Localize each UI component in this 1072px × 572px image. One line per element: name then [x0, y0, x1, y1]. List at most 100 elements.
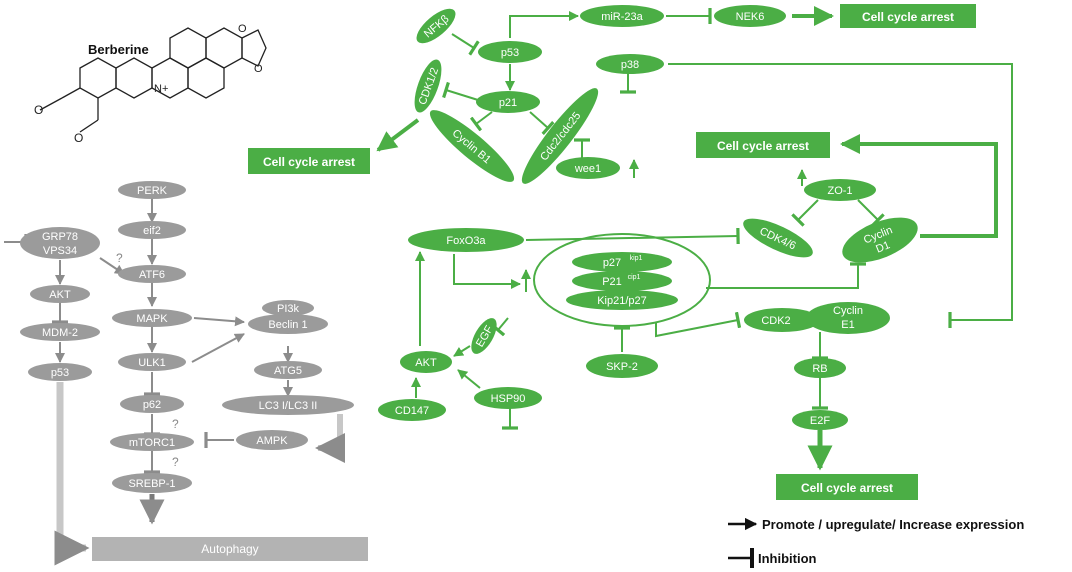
node-pi3k-beclin: PI3k Beclin 1	[248, 300, 328, 334]
grey-edges	[4, 198, 345, 566]
svg-text:SKP-2: SKP-2	[606, 361, 638, 373]
node-rb: RB	[794, 358, 846, 378]
node-cyclin-b1: Cyclin B1	[429, 110, 515, 182]
node-cdk46: CDK4/6	[743, 218, 813, 258]
box-autophagy: Autophagy	[92, 537, 368, 561]
svg-text:RB: RB	[812, 363, 827, 375]
node-p53: p53	[478, 41, 542, 63]
node-ampk: AMPK	[236, 430, 308, 450]
svg-text:PI3k: PI3k	[277, 303, 300, 315]
node-wee1: wee1	[556, 157, 620, 179]
svg-text:E2F: E2F	[810, 415, 830, 427]
question-mark-mtorc1: ?	[172, 417, 179, 431]
svg-text:AKT: AKT	[415, 357, 437, 369]
box-arrest-right: Cell cycle arrest	[696, 132, 830, 158]
svg-text:eif2: eif2	[143, 225, 161, 237]
svg-text:Cell cycle arrest: Cell cycle arrest	[717, 139, 809, 153]
svg-text:p62: p62	[143, 399, 161, 411]
svg-text:E1: E1	[841, 319, 854, 331]
svg-text:FoxO3a: FoxO3a	[446, 235, 486, 247]
node-eif2: eif2	[118, 221, 186, 239]
svg-text:NEK6: NEK6	[736, 11, 765, 23]
node-akt-grey: AKT	[30, 285, 90, 303]
node-srebp1: SREBP-1	[112, 473, 192, 493]
node-kip21: Kip21/p27	[566, 290, 678, 310]
dioxole-o-2: O	[254, 63, 263, 75]
node-mir23a: miR-23a	[580, 5, 664, 27]
node-perk: PERK	[118, 181, 186, 199]
svg-text:LC3 I/LC3 II: LC3 I/LC3 II	[259, 400, 318, 412]
svg-text:p53: p53	[501, 47, 519, 59]
svg-text:Autophagy: Autophagy	[201, 542, 258, 556]
svg-text:p38: p38	[621, 59, 639, 71]
node-zo1: ZO-1	[804, 179, 876, 201]
svg-text:P21: P21	[602, 276, 622, 288]
node-p21cip1: P21 cip1	[572, 271, 672, 291]
node-foxo3a: FoxO3a	[408, 228, 524, 252]
node-lc3: LC3 I/LC3 II	[222, 395, 354, 415]
svg-text:CD147: CD147	[395, 405, 429, 417]
node-mtorc1: mTORC1	[110, 433, 194, 451]
node-cdk12: CDK1/2	[414, 59, 442, 113]
legend: Promote / upregulate/ Increase expressio…	[728, 517, 1024, 568]
svg-text:MAPK: MAPK	[136, 313, 168, 325]
node-p53-grey: p53	[28, 363, 92, 381]
svg-text:p27: p27	[603, 257, 621, 269]
svg-text:Cell cycle arrest: Cell cycle arrest	[862, 10, 954, 24]
node-ulk1: ULK1	[118, 353, 186, 371]
node-atg5: ATG5	[254, 361, 322, 379]
svg-text:Beclin 1: Beclin 1	[268, 319, 307, 331]
node-cdk2: CDK2	[744, 308, 820, 332]
node-mapk: MAPK	[112, 309, 192, 327]
berberine-structure	[39, 27, 267, 133]
berberine-title: Berberine	[88, 42, 149, 57]
svg-text:Kip21/p27: Kip21/p27	[597, 295, 647, 307]
svg-text:GRP78: GRP78	[42, 231, 78, 243]
node-atf6: ATF6	[118, 265, 186, 283]
svg-text:p21: p21	[499, 97, 517, 109]
svg-text:Cell cycle arrest: Cell cycle arrest	[801, 481, 893, 495]
svg-text:Cell cycle arrest: Cell cycle arrest	[263, 155, 355, 169]
svg-text:p53: p53	[51, 367, 69, 379]
node-cyclin-e1: Cyclin E1	[806, 302, 890, 334]
svg-text:cip1: cip1	[628, 274, 641, 281]
svg-text:CDK2: CDK2	[761, 315, 790, 327]
node-grp78-vps34: GRP78 VPS34	[20, 227, 100, 259]
svg-text:MDM-2: MDM-2	[42, 327, 78, 339]
svg-text:ATF6: ATF6	[139, 269, 165, 281]
svg-text:ULK1: ULK1	[138, 357, 166, 369]
svg-text:kip1: kip1	[630, 255, 643, 262]
methoxy-o-1: O	[34, 103, 43, 117]
node-p38: p38	[596, 54, 664, 74]
box-arrest-top: Cell cycle arrest	[840, 4, 976, 28]
node-nfkb: NFKβ	[416, 8, 456, 44]
methoxy-o-2: O	[74, 131, 83, 145]
svg-text:mTORC1: mTORC1	[129, 437, 175, 449]
node-mdm2: MDM-2	[20, 323, 100, 341]
box-arrest-bottom: Cell cycle arrest	[776, 474, 918, 500]
question-mark-srebp1: ?	[172, 455, 179, 469]
svg-text:wee1: wee1	[574, 163, 601, 175]
svg-text:PERK: PERK	[137, 185, 168, 197]
node-egf: EGF	[471, 318, 497, 354]
svg-text:ZO-1: ZO-1	[827, 185, 852, 197]
node-nek6: NEK6	[714, 5, 786, 27]
svg-text:ATG5: ATG5	[274, 365, 302, 377]
node-p62: p62	[120, 395, 184, 413]
node-cd147: CD147	[378, 399, 446, 421]
node-p21: p21	[476, 91, 540, 113]
dioxole-o-1: O	[238, 23, 247, 35]
legend-promote-label: Promote / upregulate/ Increase expressio…	[762, 517, 1024, 532]
svg-text:VPS34: VPS34	[43, 245, 77, 257]
node-p27: p27 kip1	[572, 252, 672, 272]
svg-text:HSP90: HSP90	[491, 393, 526, 405]
svg-text:Cyclin: Cyclin	[833, 305, 863, 317]
node-cyclin-d1: Cyclin D1	[842, 217, 918, 263]
box-arrest-left: Cell cycle arrest	[248, 148, 370, 174]
nitrogen-atom: N+	[154, 83, 168, 95]
node-hsp90: HSP90	[474, 387, 542, 409]
svg-text:D1: D1	[874, 239, 892, 255]
node-skp2: SKP-2	[586, 354, 658, 378]
question-mark-vps34: ?	[116, 251, 123, 265]
